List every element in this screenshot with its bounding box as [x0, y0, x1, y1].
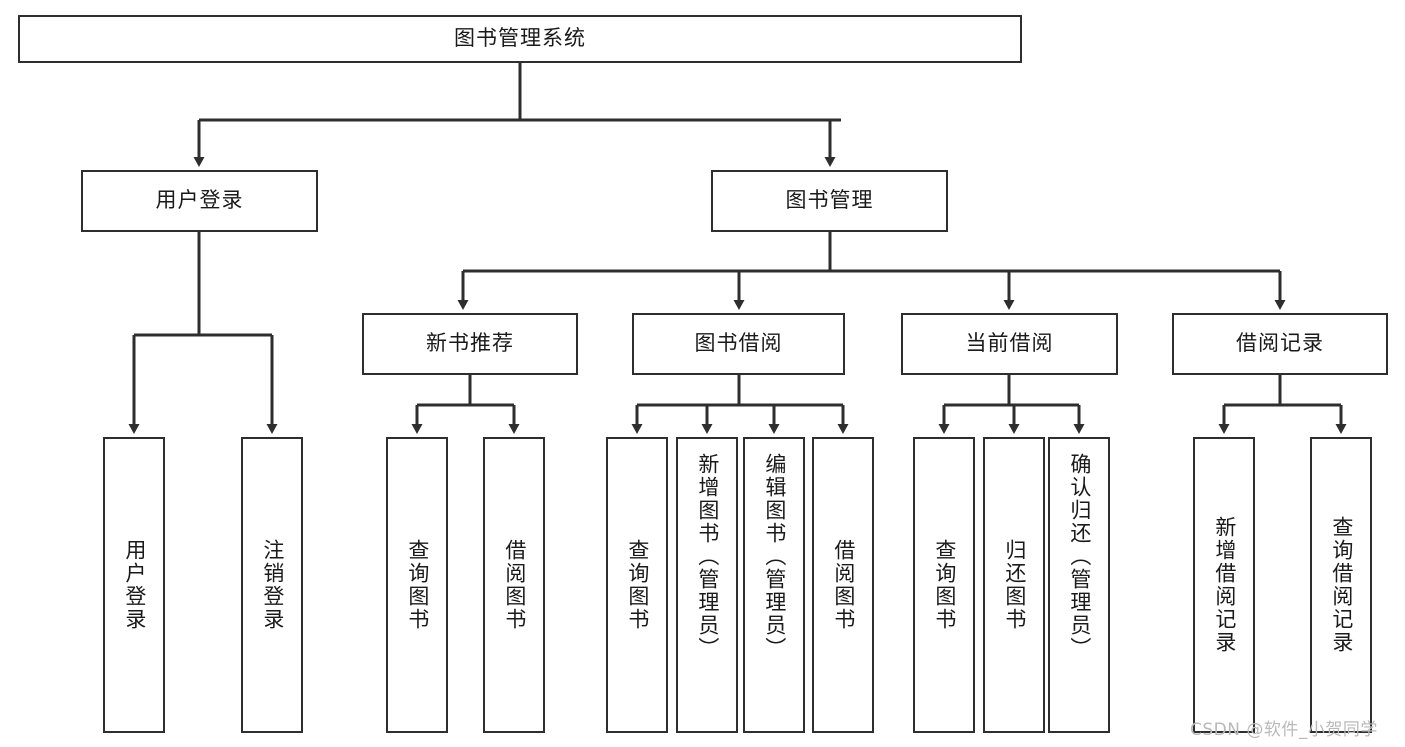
- csdn-watermark: CSDN @软件_小贺同学: [1190, 720, 1378, 740]
- leaf-node-label: 借阅图书: [502, 539, 527, 631]
- leaf-node[interactable]: 确认归还（管理员）: [1048, 437, 1110, 733]
- node-borrow-records-label: 借阅记录: [1236, 331, 1324, 356]
- leaf-node-label: 编辑图书（管理员）: [762, 453, 787, 660]
- node-user-login-label: 用户登录: [155, 188, 244, 213]
- leaf-node[interactable]: 查询图书: [913, 437, 975, 733]
- node-root-label: 图书管理系统: [454, 26, 586, 51]
- leaf-node-label: 借阅图书: [831, 539, 856, 631]
- leaf-node-label: 注销登录: [260, 539, 285, 631]
- leaf-node-label: 新增借阅记录: [1212, 516, 1237, 654]
- node-book-borrow[interactable]: 图书借阅: [632, 313, 845, 375]
- leaf-node[interactable]: 查询图书: [386, 437, 448, 733]
- leaf-node[interactable]: 查询借阅记录: [1310, 437, 1372, 733]
- leaf-node-label: 查询图书: [625, 539, 650, 631]
- leaf-node-label: 新增图书（管理员）: [695, 453, 720, 660]
- leaf-node[interactable]: 借阅图书: [812, 437, 874, 733]
- node-current-borrow-label: 当前借阅: [965, 331, 1054, 356]
- node-root[interactable]: 图书管理系统: [18, 15, 1022, 63]
- leaf-node[interactable]: 编辑图书（管理员）: [743, 437, 805, 733]
- leaf-node[interactable]: 查询图书: [606, 437, 668, 733]
- leaf-node-label: 查询图书: [405, 539, 430, 631]
- leaf-node[interactable]: 用户登录: [103, 437, 165, 733]
- node-current-borrow[interactable]: 当前借阅: [901, 313, 1118, 375]
- node-book-management-label: 图书管理: [785, 188, 874, 213]
- leaf-node-label: 确认归还（管理员）: [1067, 453, 1092, 660]
- node-book-management[interactable]: 图书管理: [711, 170, 948, 232]
- leaf-node[interactable]: 借阅图书: [483, 437, 545, 733]
- leaf-node-label: 归还图书: [1002, 539, 1027, 631]
- node-new-book-recommend[interactable]: 新书推荐: [362, 313, 578, 375]
- node-new-book-recommend-label: 新书推荐: [426, 331, 514, 356]
- leaf-node[interactable]: 新增借阅记录: [1193, 437, 1255, 733]
- leaf-node[interactable]: 注销登录: [241, 437, 303, 733]
- node-borrow-records[interactable]: 借阅记录: [1172, 313, 1388, 375]
- node-user-login[interactable]: 用户登录: [81, 170, 318, 232]
- leaf-node-label: 查询图书: [932, 539, 957, 631]
- node-book-borrow-label: 图书借阅: [694, 331, 783, 356]
- leaf-node-label: 查询借阅记录: [1329, 516, 1354, 654]
- leaf-node[interactable]: 新增图书（管理员）: [676, 437, 738, 733]
- leaf-node-label: 用户登录: [122, 539, 147, 631]
- leaf-node[interactable]: 归还图书: [983, 437, 1045, 733]
